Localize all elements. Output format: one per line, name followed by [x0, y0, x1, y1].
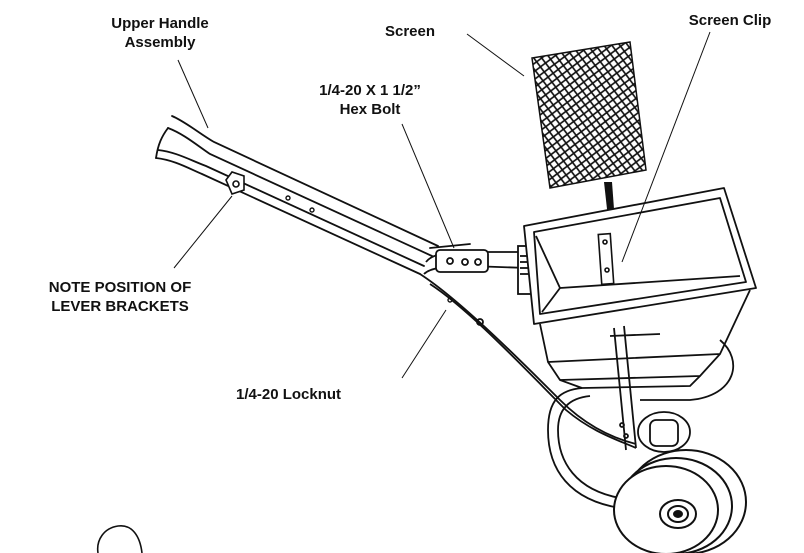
upper-handle-label-line1: Upper Handle: [111, 15, 209, 32]
handle-holes: [285, 195, 453, 303]
hex-bolt-label-line1: 1/4-20 X 1 1/2”: [319, 82, 421, 99]
screen-label: Screen: [385, 23, 436, 40]
gearbox: [637, 411, 691, 453]
wheel: [613, 449, 747, 553]
lever-bracket: [225, 171, 245, 195]
locknut-label: 1/4-20 Locknut: [236, 386, 342, 403]
upper-handle: [155, 115, 471, 275]
frame-join: [423, 245, 533, 295]
screen-clip-label: Screen Clip: [688, 12, 772, 29]
leader-lines: [173, 31, 711, 379]
hex-bolt-label: 1/4-20 X 1 1/2” Hex Bolt: [295, 81, 445, 119]
screen-mesh: [531, 41, 647, 189]
upper-handle-label-line2: Assembly: [124, 34, 196, 51]
partial-circle: [96, 525, 143, 553]
hopper: [523, 187, 757, 389]
upper-handle-assembly-label: Upper Handle Assembly: [100, 14, 220, 52]
hex-bolt-label-line2: Hex Bolt: [339, 101, 401, 118]
lever-brackets-note: NOTE POSITION OF LEVER BRACKETS: [2, 278, 238, 316]
note-line2: LEVER BRACKETS: [51, 298, 189, 315]
note-line1: NOTE POSITION OF: [48, 279, 192, 296]
screen-clip: [597, 232, 615, 286]
